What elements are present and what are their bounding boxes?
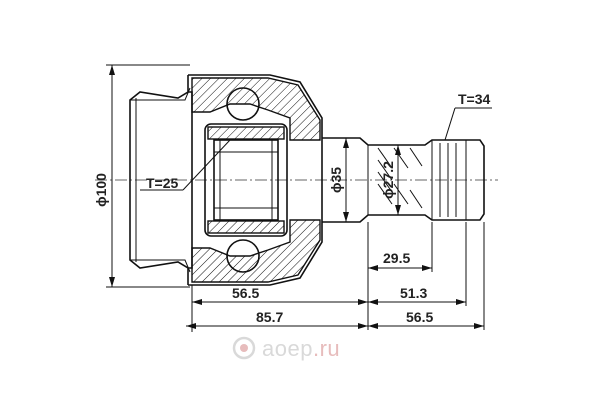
body-length-total-label: 85.7 [256,309,283,325]
watermark: aoep.ru [262,336,340,362]
ball-bottom [226,239,260,273]
outer-tooth-count-label: T=34 [458,91,491,107]
watermark-logo-icon [232,336,256,360]
inner-tooth-count-label: T=25 [146,175,179,191]
watermark-suffix: .ru [312,336,341,361]
body-length-a-label: 56.5 [232,285,259,301]
shaft-length-total-label: 56.5 [406,309,433,325]
shaft-length-label: 51.3 [400,285,427,301]
ball-top [226,87,260,121]
spline-length-label: 29.5 [383,250,410,266]
housing-section-bottom [191,219,321,283]
inner-race [204,123,288,237]
dimension-arrows [109,65,484,329]
shaft [322,137,485,223]
shaft-diameter-label: ϕ35 [328,167,344,193]
watermark-text: aoep [262,336,313,361]
outer-diameter-label: ϕ100 [93,173,109,207]
spline-diameter-label: ϕ27.2 [380,161,396,199]
dimension-lines [106,64,492,332]
housing-section-top [191,77,321,141]
